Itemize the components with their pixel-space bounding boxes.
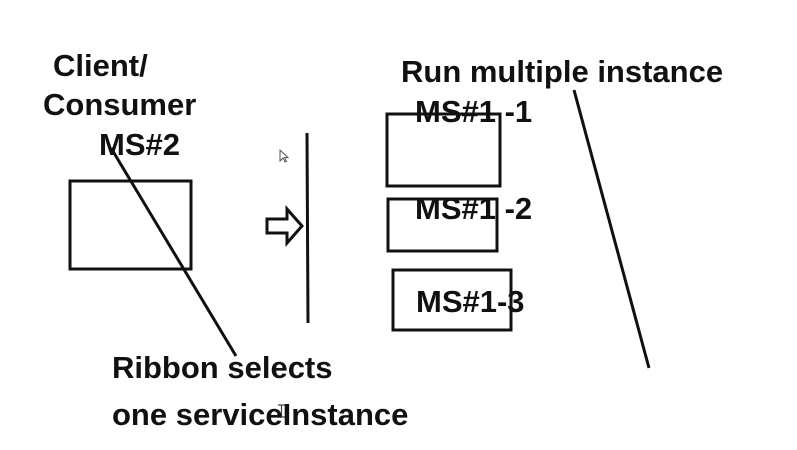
client-service-label: MS#2 [99,127,180,162]
ribbon-label-line2: one serviceInstance [112,397,409,432]
mouse-pointer-icon [279,149,289,163]
i-beam-cursor-icon [278,404,285,418]
right-diagonal-line [572,89,651,369]
instance-label-3: MS#1-3 [416,284,525,319]
client-box [68,179,193,271]
right-hollow-arrow-icon [265,205,305,247]
right-title: Run multiple instance [401,54,724,89]
instance-box-3 [391,268,513,332]
ribbon-label-line1: Ribbon selects [112,350,333,385]
vertical-divider [305,132,310,324]
client-label-line2: Consumer [43,87,197,122]
client-label-line1: Client/ [53,48,148,83]
instance-label-1: MS#1 -1 [415,94,533,129]
client-diagonal-line [109,147,238,357]
instance-box-1 [385,112,502,188]
instance-label-2: MS#1 -2 [415,191,533,226]
instance-box-2 [386,197,499,253]
